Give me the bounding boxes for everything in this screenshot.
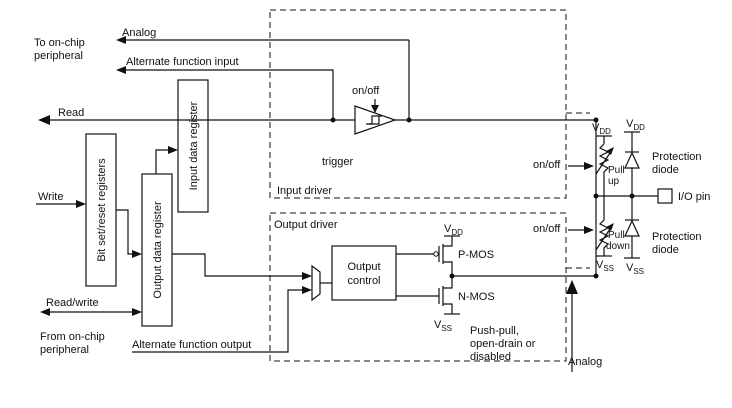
- analog-bottom-arrowhead: [566, 280, 578, 294]
- pullup-resistor: [598, 143, 610, 196]
- input-driver-label: Input driver: [277, 185, 332, 197]
- alt-func-input-line: [124, 69, 334, 120]
- to-onchip-label-1: To on-chip: [34, 37, 85, 49]
- pushpull-label-3: disabled: [470, 351, 511, 363]
- pullup-vdd-label: VDD: [592, 122, 611, 136]
- pmos-drain: [443, 261, 453, 276]
- pulldown-vss-label: VSS: [596, 259, 614, 273]
- alt-func-output-label: Alternate function output: [132, 339, 251, 351]
- read-write-arrowhead-left: [40, 308, 50, 316]
- pulldown-onoff-arrowhead: [584, 226, 594, 234]
- output-driver-label: Output driver: [274, 219, 338, 231]
- pullup-onoff-arrowhead: [584, 162, 594, 170]
- io-pin-label: I/O pin: [678, 191, 710, 203]
- output-control-box: [331, 245, 397, 301]
- junction-dot: [330, 117, 336, 123]
- bit-set-reset-registers-box: [85, 133, 117, 287]
- output-mux: [311, 264, 321, 302]
- write-arrowhead: [76, 200, 86, 208]
- pmos-source: [443, 236, 453, 247]
- junction-dot: [593, 273, 599, 279]
- pulldown-switch-arrowhead: [606, 223, 614, 231]
- alt-func-output-line: [132, 289, 304, 353]
- junction-dot: [449, 273, 455, 279]
- pulldown-down-label: down: [606, 241, 630, 252]
- to-onchip-label-2: peripheral: [34, 50, 83, 62]
- upper-diode: [624, 151, 640, 169]
- pullup-pull-label: Pull: [608, 165, 625, 176]
- output-control-label-2: control: [347, 275, 380, 287]
- pulldown-switch-arrow: [595, 225, 613, 251]
- input-data-register-box: [177, 79, 209, 213]
- analog-top-arrowhead: [116, 36, 126, 44]
- output-data-register-box: [141, 173, 173, 327]
- pullup-onoff-label: on/off: [533, 159, 561, 171]
- lower-protection-label-1: Protection: [652, 231, 702, 243]
- from-onchip-label-1: From on-chip: [40, 331, 105, 343]
- pullup-switch-arrow: [595, 149, 613, 175]
- lower-protection-label-2: diode: [652, 244, 679, 256]
- pmos-label: P-MOS: [458, 249, 494, 261]
- pulldown-resistor: [598, 196, 610, 256]
- alt-func-output-arrowhead: [302, 286, 312, 294]
- diode-vdd-label: VDD: [626, 118, 645, 132]
- trigger-onoff-label: on/off: [352, 85, 380, 97]
- nmos-vss-label: VSS: [434, 319, 452, 333]
- io-pin-pad: [657, 188, 673, 204]
- odr-to-mux-arrowhead: [302, 272, 312, 280]
- bsrr-to-odr-line: [116, 209, 134, 255]
- write-label: Write: [38, 191, 63, 203]
- bsrr-to-odr-arrowhead: [132, 250, 142, 258]
- pushpull-label-1: Push-pull,: [470, 325, 519, 337]
- lower-diode: [624, 219, 640, 237]
- read-label: Read: [58, 107, 84, 119]
- upper-protection-label-2: diode: [652, 164, 679, 176]
- analog-bottom-label: Analog: [568, 356, 602, 368]
- upper-protection-label-1: Protection: [652, 151, 702, 163]
- odr-to-mux-line: [172, 253, 304, 277]
- pulldown-onoff-label: on/off: [533, 223, 561, 235]
- output-control-label-1: Output: [347, 261, 380, 273]
- read-arrowhead: [38, 115, 50, 125]
- bit-set-reset-label: Bit set/reset registers: [96, 158, 108, 262]
- odr-to-idr-line: [155, 149, 170, 174]
- read-write-arrowhead-right: [132, 308, 142, 316]
- pullup-up-label: up: [608, 176, 620, 187]
- trigger-label: trigger: [322, 156, 354, 168]
- nmos-drain: [443, 276, 453, 289]
- alt-func-input-arrowhead: [116, 66, 126, 74]
- trigger-enable-arrowhead: [371, 105, 379, 113]
- junction-dot: [406, 117, 412, 123]
- schmitt-hysteresis-symbol-2: [369, 116, 380, 125]
- junction-dot: [629, 193, 635, 199]
- input-data-register-label: Input data register: [188, 101, 200, 190]
- analog-top-label: Analog: [122, 27, 156, 39]
- alt-func-input-label: Alternate function input: [126, 56, 239, 68]
- from-onchip-label-2: peripheral: [40, 344, 89, 356]
- pushpull-label-2: open-drain or: [470, 338, 536, 350]
- diode-vss-label: VSS: [626, 262, 644, 276]
- input-driver-region: [269, 9, 567, 199]
- nmos-label: N-MOS: [458, 291, 495, 303]
- junction-dot: [593, 117, 599, 123]
- nmos-source: [443, 303, 453, 314]
- read-write-label: Read/write: [46, 297, 99, 309]
- pullup-switch-arrowhead: [606, 147, 614, 155]
- pmos-vdd-label: VDD: [444, 223, 463, 237]
- output-driver-region: [269, 212, 567, 362]
- odr-to-idr-arrowhead: [168, 146, 178, 154]
- output-data-register-label: Output data register: [152, 201, 164, 299]
- pulldown-pull-label: Pull: [608, 230, 625, 241]
- pmos-gate-bubble: [433, 251, 439, 257]
